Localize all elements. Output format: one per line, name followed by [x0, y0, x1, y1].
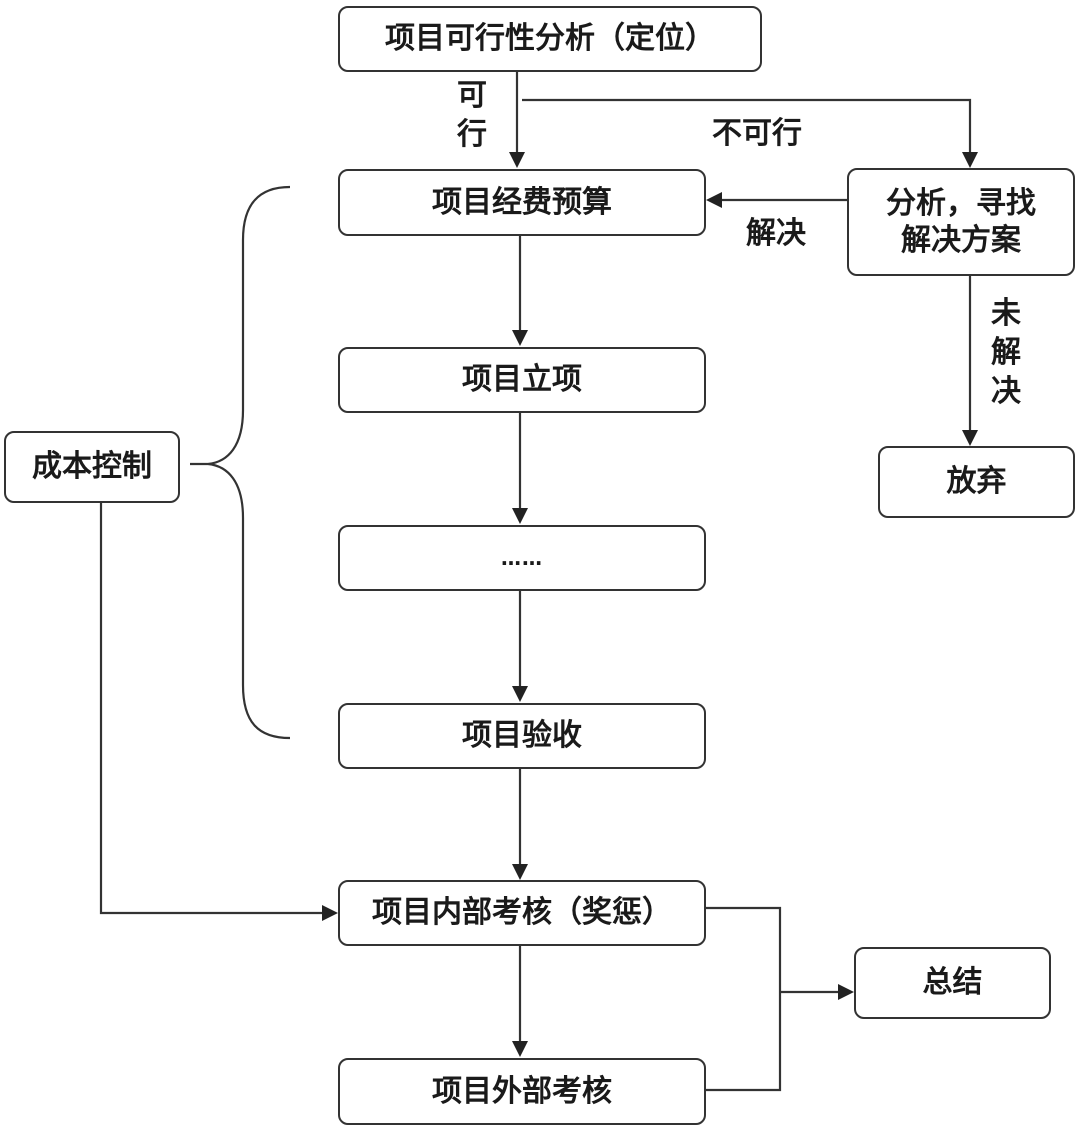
edge-infeasible [522, 98, 972, 152]
node-approval: 项目立项 [338, 347, 706, 413]
label-solved: 解决 [746, 216, 806, 251]
arrowhead [512, 508, 528, 524]
label-feasible: 可 行 [457, 78, 487, 152]
node-summary: 总结 [854, 947, 1051, 1019]
arrowhead [512, 1041, 528, 1057]
node-external-review: 项目外部考核 [338, 1058, 706, 1125]
arrowhead [322, 905, 338, 921]
label-unsolved: 未 解 决 [991, 296, 1021, 409]
arrowhead [706, 192, 722, 208]
node-abandon: 放弃 [878, 446, 1075, 518]
curly-brace [190, 185, 291, 740]
node-analyze: 分析，寻找 解决方案 [847, 168, 1075, 276]
node-feasibility: 项目可行性分析（定位） [338, 6, 762, 72]
arrowhead [512, 330, 528, 346]
node-internal-review: 项目内部考核（奖惩） [338, 880, 706, 946]
node-budget: 项目经费预算 [338, 169, 706, 236]
edge-internal-summary [706, 906, 782, 1092]
node-cost-control: 成本控制 [4, 431, 180, 503]
arrowhead [512, 686, 528, 702]
label-infeasible: 不可行 [712, 116, 802, 151]
edge-costcontrol-internal [99, 503, 322, 915]
arrowhead [509, 152, 525, 168]
arrowhead [962, 430, 978, 446]
node-ellipsis: …… [338, 525, 706, 591]
arrowhead [512, 864, 528, 880]
arrowhead [838, 984, 854, 1000]
node-acceptance: 项目验收 [338, 703, 706, 769]
arrowhead [962, 152, 978, 168]
